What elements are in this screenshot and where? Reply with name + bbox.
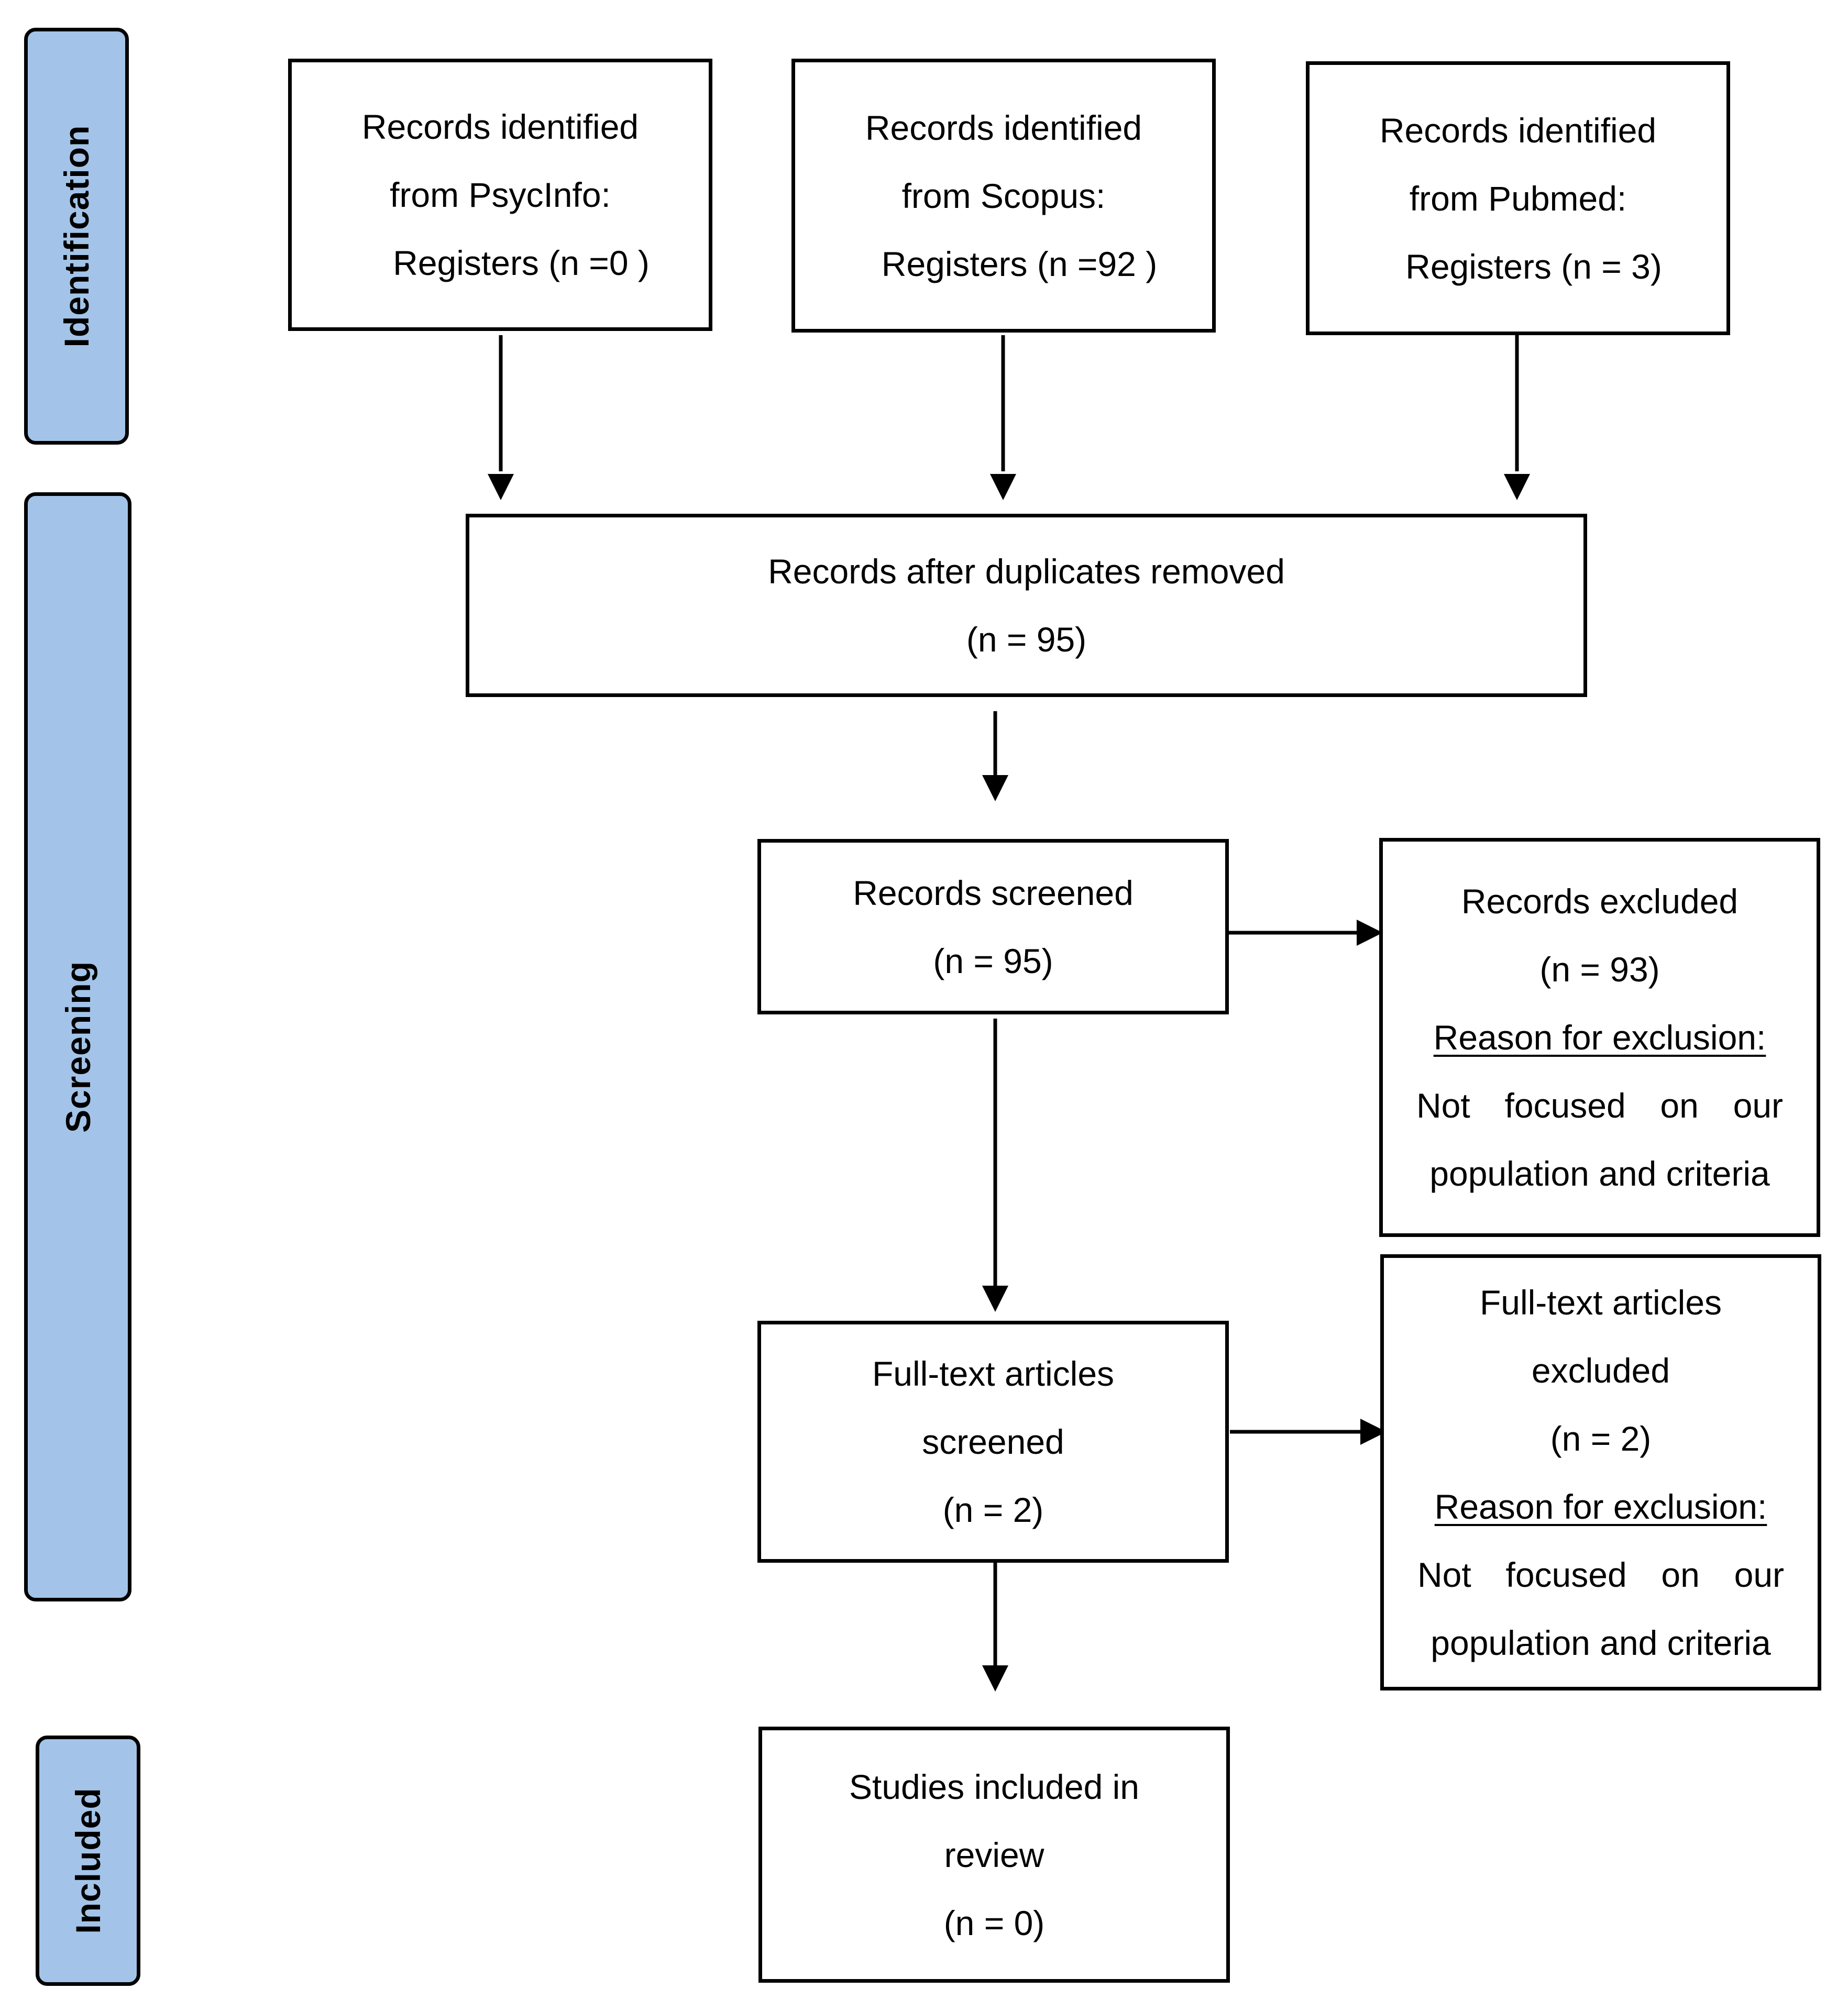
- duplicates-line2: (n = 95): [966, 620, 1087, 659]
- box-pubmed: Records identified from Pubmed: Register…: [1306, 61, 1730, 335]
- box-fulltext-excluded: Full-text articles excluded (n = 2) Reas…: [1380, 1254, 1821, 1690]
- fulltext-line3: (n = 2): [942, 1490, 1044, 1529]
- scopus-line2: from Scopus:: [901, 176, 1106, 215]
- phase-identification-label: Identification: [57, 125, 96, 348]
- box-psycinfo: Records identified from PsycInfo: Regist…: [288, 59, 712, 331]
- box-fulltext-screened: Full-text articles screened (n = 2): [757, 1321, 1229, 1563]
- fulltext-excluded-reason-line1: Not focused on our: [1417, 1541, 1784, 1609]
- box-scopus: Records identified from Scopus: Register…: [791, 59, 1216, 333]
- phase-screening-label: Screening: [58, 960, 97, 1133]
- psycinfo-line2: from PsycInfo:: [390, 175, 611, 214]
- included-line1: Studies included in: [849, 1767, 1140, 1806]
- arrowhead-included: [982, 1665, 1008, 1692]
- phase-included: Included: [36, 1736, 140, 1986]
- arrowhead-pubmed: [1504, 474, 1530, 500]
- fulltext-excluded-reason-word: on: [1661, 1555, 1700, 1594]
- fulltext-excluded-line3: (n = 2): [1550, 1419, 1652, 1458]
- duplicates-line1: Records after duplicates removed: [768, 552, 1285, 591]
- arrowhead-fulltext-excluded: [1360, 1419, 1387, 1445]
- fulltext-excluded-reason-line2: population and criteria: [1431, 1623, 1771, 1662]
- box-duplicates-removed: Records after duplicates removed (n = 95…: [466, 514, 1587, 697]
- screened-line1: Records screened: [853, 873, 1134, 912]
- fulltext-excluded-reason-word: Not: [1417, 1555, 1471, 1594]
- excluded-line2: (n = 93): [1539, 950, 1660, 989]
- pubmed-line2: from Pubmed:: [1409, 179, 1627, 218]
- excluded-reason-line2: population and criteria: [1429, 1154, 1770, 1193]
- phase-screening: Screening: [24, 492, 131, 1601]
- psycinfo-line3: Registers (n =0 ): [393, 244, 650, 282]
- fulltext-excluded-line2: excluded: [1531, 1351, 1670, 1390]
- excluded-reason-word: our: [1733, 1086, 1783, 1125]
- pubmed-line1: Records identified: [1379, 111, 1657, 150]
- excluded-reason-word: focused: [1504, 1086, 1626, 1125]
- fulltext-line2: screened: [922, 1422, 1064, 1461]
- box-records-excluded: Records excluded (n = 93) Reason for exc…: [1379, 838, 1820, 1237]
- excluded-reason-heading: Reason for exclusion:: [1433, 1018, 1766, 1057]
- scopus-line1: Records identified: [865, 108, 1142, 147]
- arrowhead-scopus: [990, 474, 1016, 500]
- box-records-screened: Records screened (n = 95): [757, 839, 1229, 1014]
- fulltext-line1: Full-text articles: [872, 1354, 1115, 1393]
- included-line2: review: [944, 1835, 1044, 1874]
- scopus-line3: Registers (n =92 ): [881, 244, 1158, 283]
- pubmed-line3: Registers (n = 3): [1405, 247, 1662, 286]
- phase-included-label: Included: [69, 1787, 107, 1934]
- psycinfo-line1: Records identified: [361, 107, 639, 146]
- arrowhead-excluded: [1357, 920, 1383, 946]
- arrowhead-duplicates: [982, 775, 1008, 801]
- fulltext-excluded-reason-word: focused: [1505, 1555, 1627, 1594]
- excluded-line1: Records excluded: [1461, 882, 1739, 921]
- screened-line2: (n = 95): [933, 941, 1053, 980]
- fulltext-excluded-line1: Full-text articles: [1479, 1283, 1722, 1322]
- included-line3: (n = 0): [943, 1903, 1045, 1942]
- excluded-reason-word: on: [1660, 1086, 1699, 1125]
- fulltext-excluded-reason-word: our: [1734, 1555, 1784, 1594]
- phase-identification: Identification: [24, 28, 129, 445]
- box-studies-included: Studies included in review (n = 0): [758, 1727, 1230, 1983]
- arrowhead-fulltext: [982, 1286, 1008, 1312]
- arrowhead-psycinfo: [488, 474, 514, 500]
- excluded-reason-word: Not: [1416, 1086, 1470, 1125]
- excluded-reason-line1: Not focused on our: [1416, 1071, 1783, 1140]
- fulltext-excluded-reason-heading: Reason for exclusion:: [1434, 1487, 1767, 1526]
